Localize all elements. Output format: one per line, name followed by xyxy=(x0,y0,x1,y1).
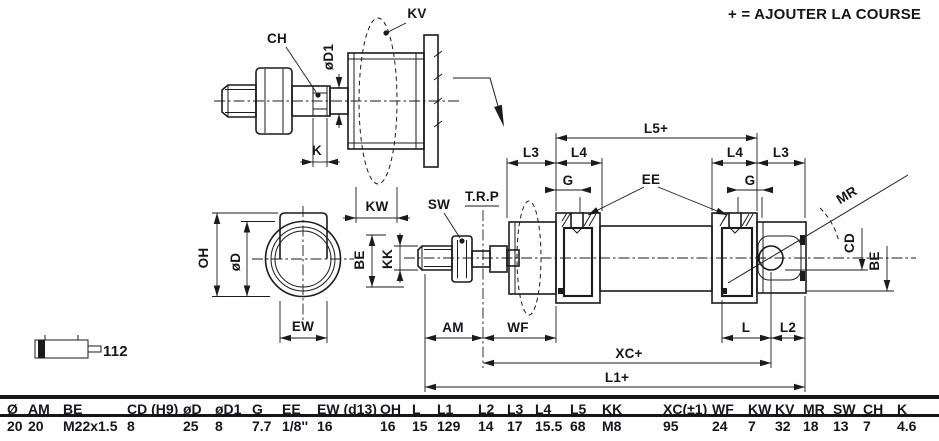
label-ch: CH xyxy=(267,31,287,46)
table-value-cell: 1/8'' xyxy=(282,418,309,434)
table-value-cell: M22x1.5 xyxy=(63,418,118,434)
table-value-cell: 68 xyxy=(570,418,586,434)
table-header-cell: L1 xyxy=(437,401,454,417)
table-header-cell: L xyxy=(412,401,421,417)
label-trp: T.R.P xyxy=(465,189,499,204)
table-value-cell: 17 xyxy=(507,418,523,434)
table-value-cell: 25 xyxy=(183,418,199,434)
table-value-cell: 7 xyxy=(748,418,756,434)
label-l5: L5+ xyxy=(644,121,668,136)
drawing-canvas: + = AJOUTER LA COURSE xyxy=(34,6,921,392)
table-value-cell: 15 xyxy=(412,418,428,434)
table-value-cell: 15.5 xyxy=(535,418,563,434)
label-am: AM xyxy=(442,320,463,335)
table-header-cell: AM xyxy=(28,401,50,417)
note-ajouter-la-course: + = AJOUTER LA COURSE xyxy=(728,6,921,23)
label-xc: XC+ xyxy=(615,346,642,361)
label-kw: KW xyxy=(366,199,389,214)
table-header-cell: SW xyxy=(833,401,856,417)
table-value-cell: 95 xyxy=(663,418,679,434)
table-header-cell: øD xyxy=(183,401,202,417)
label-l: L xyxy=(742,320,750,335)
table-value-cell: 4.6 xyxy=(897,418,917,434)
table-header-cell: K xyxy=(897,401,908,417)
dimension-table: Ø AM BE CD (H9) øD øD1 G EE EW (d13) OH … xyxy=(0,395,939,437)
view-direction-arrow xyxy=(453,77,504,127)
label-k: K xyxy=(312,143,322,158)
table-header-cell: XC(±1) xyxy=(663,401,708,417)
table-value-cell: 18 xyxy=(803,418,819,434)
label-od1: øD1 xyxy=(321,44,336,70)
table-header-cell: G xyxy=(252,401,263,417)
table-header-cell: CD (H9) xyxy=(127,401,179,417)
table-header-cell: EE xyxy=(282,401,301,417)
table-value-cell: 16 xyxy=(380,418,396,434)
table-header-cell: L4 xyxy=(535,401,552,417)
table-value-cell: M8 xyxy=(602,418,622,434)
label-cd: CD xyxy=(842,233,857,253)
table-header-cell: OH xyxy=(380,401,401,417)
label-kk: KK xyxy=(380,249,395,269)
table-header-cell: BE xyxy=(63,401,83,417)
table-value-cell: 129 xyxy=(437,418,461,434)
table-header-cell: L2 xyxy=(478,401,495,417)
label-g-left: G xyxy=(563,173,574,188)
table-value-cell: 7 xyxy=(863,418,871,434)
label-be-left: BE xyxy=(352,250,367,269)
rod-end-detail-view: CH KV øD1 K KW xyxy=(214,6,462,223)
label-l2: L2 xyxy=(780,320,796,335)
table-header-cell: MR xyxy=(803,401,825,417)
label-mr: MR xyxy=(834,183,860,207)
dimension-table-header-row: Ø AM BE CD (H9) øD øD1 G EE EW (d13) OH … xyxy=(0,395,939,417)
table-value-cell: 14 xyxy=(478,418,494,434)
dimension-table-value-row: 20 20 M22x1.5 8 25 8 7.7 1/8'' 16 16 15 … xyxy=(0,417,939,437)
table-value-cell: 8 xyxy=(127,418,135,434)
label-112: 112 xyxy=(103,343,128,360)
table-header-cell: L5 xyxy=(570,401,587,417)
table-value-cell: 24 xyxy=(712,418,728,434)
table-header-cell: WF xyxy=(712,401,734,417)
label-sw: SW xyxy=(428,197,450,212)
table-value-cell: 20 xyxy=(28,418,44,434)
label-l3-right: L3 xyxy=(773,145,789,160)
table-header-cell: KK xyxy=(602,401,623,417)
table-value-cell: 8 xyxy=(215,418,223,434)
cylinder-pictogram: 112 xyxy=(34,335,128,360)
table-value-cell: 20 xyxy=(7,418,23,434)
label-g-right: G xyxy=(745,173,756,188)
table-header-cell: KV xyxy=(775,401,795,417)
label-be-right: BE xyxy=(867,251,882,270)
front-view: OH øD EW xyxy=(196,206,354,343)
label-l3-left: L3 xyxy=(523,145,539,160)
table-value-cell: 32 xyxy=(775,418,791,434)
table-header-cell: CH xyxy=(863,401,884,417)
table-value-cell: 13 xyxy=(833,418,849,434)
table-header-cell: KW xyxy=(748,401,772,417)
label-l1: L1+ xyxy=(605,370,629,385)
table-value-cell: 16 xyxy=(317,418,333,434)
table-header-cell: EW (d13) xyxy=(317,401,377,417)
table-header-cell: L3 xyxy=(507,401,524,417)
label-ee: EE xyxy=(642,172,660,187)
label-oh: OH xyxy=(196,248,211,269)
label-l4-right: L4 xyxy=(727,145,743,160)
label-kv: KV xyxy=(407,6,426,21)
table-header-cell: øD1 xyxy=(215,401,242,417)
label-od: øD xyxy=(228,253,243,271)
table-value-cell: 7.7 xyxy=(252,418,272,434)
label-l4-left: L4 xyxy=(571,145,587,160)
label-wf: WF xyxy=(507,320,528,335)
label-ew: EW xyxy=(292,319,314,334)
table-header-cell: Ø xyxy=(7,401,18,417)
main-side-view: SW T.R.P xyxy=(352,121,916,392)
